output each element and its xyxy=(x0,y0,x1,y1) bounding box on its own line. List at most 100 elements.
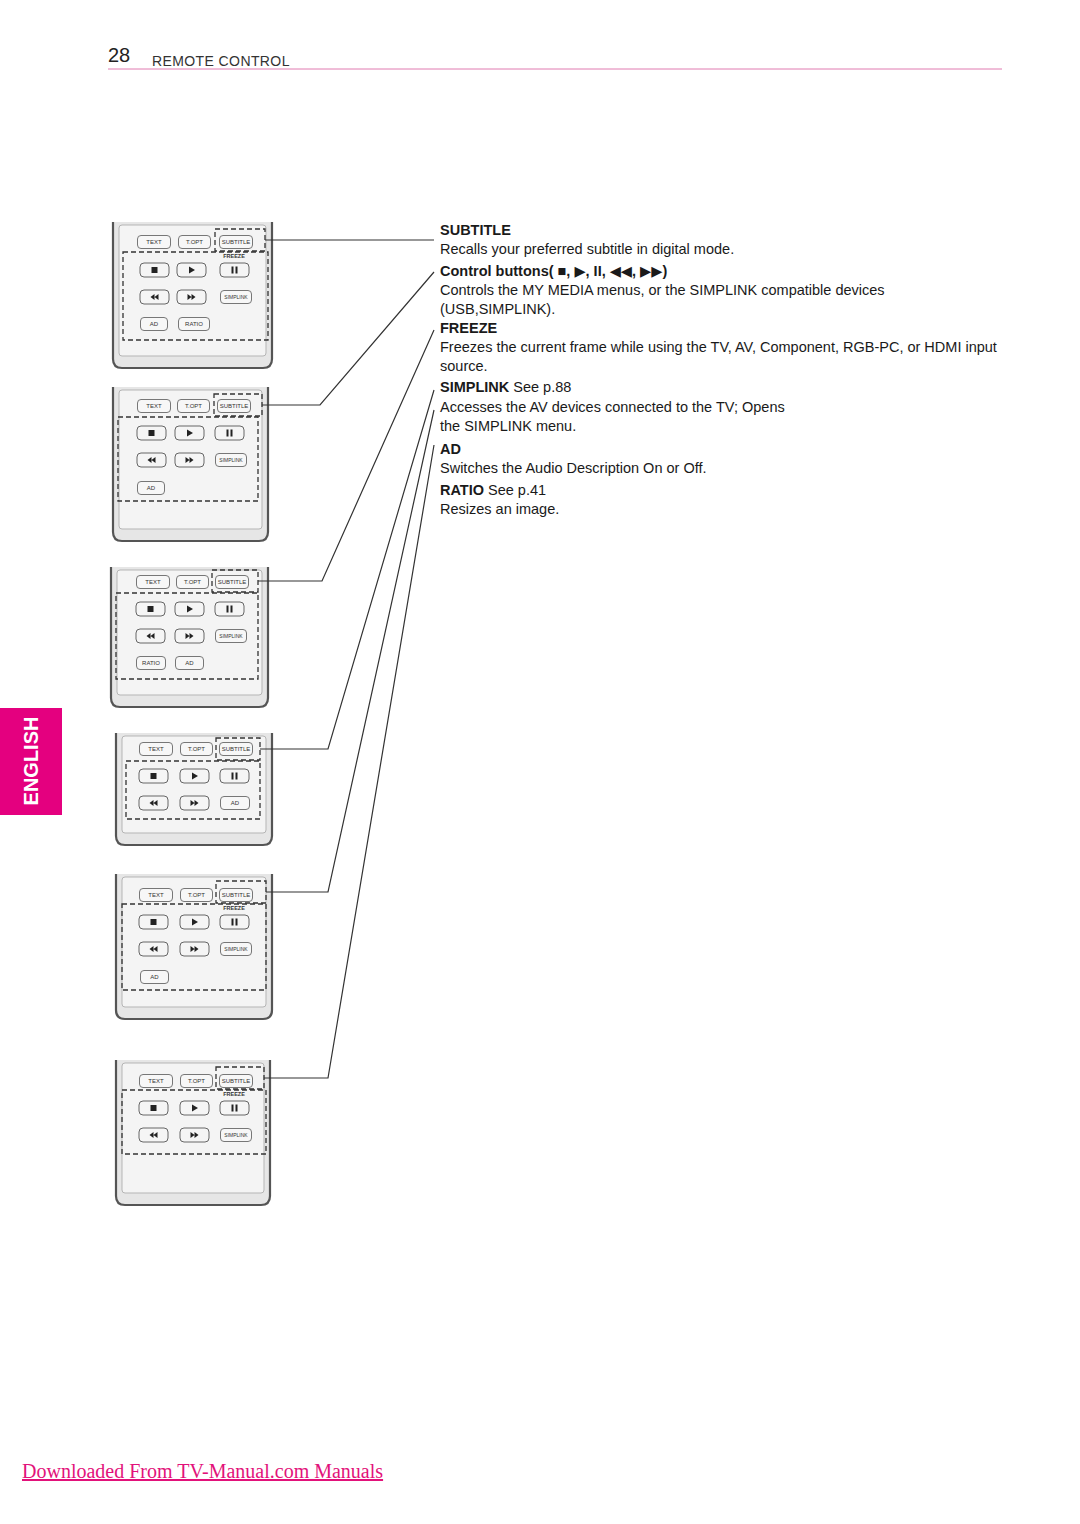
button-label: T.OPT xyxy=(188,1078,205,1084)
play-symbol xyxy=(192,919,198,926)
highlight-dashed-box xyxy=(216,881,266,903)
highlight-dashed-box xyxy=(116,593,258,679)
remote-button: TEXT xyxy=(137,399,171,413)
play-symbol xyxy=(187,430,193,437)
remote-panel xyxy=(122,1063,264,1193)
stop-symbol xyxy=(152,267,158,273)
remote-button: SIMPLINK xyxy=(215,629,247,643)
highlight-dashed-box xyxy=(122,904,266,990)
leader-line xyxy=(260,390,434,749)
remote-illustration xyxy=(116,874,272,1019)
remote-button: AD xyxy=(220,796,250,810)
control-button xyxy=(140,263,169,277)
page-number: 28 xyxy=(108,46,130,65)
button-label: AD xyxy=(231,800,239,806)
button-label: AD xyxy=(185,660,193,666)
remote-outline xyxy=(116,733,272,845)
button-label: AD xyxy=(150,974,158,980)
remote-button: T.OPT xyxy=(178,235,211,249)
control-button xyxy=(139,1101,168,1115)
remote-button: TEXT xyxy=(139,742,173,756)
control-button xyxy=(139,769,168,783)
highlight-dashed-box xyxy=(216,738,260,760)
remote-button: T.OPT xyxy=(176,575,209,589)
remote-button: SIMPLINK xyxy=(220,290,252,304)
stop-symbol xyxy=(151,773,157,779)
remote-button: SUBTITLE xyxy=(219,1074,253,1088)
rewind-symbol xyxy=(151,294,159,300)
rewind-symbol xyxy=(148,457,156,463)
page-reference: See p.41 xyxy=(488,481,546,500)
control-button xyxy=(220,263,249,277)
item-heading: FREEZE xyxy=(440,319,497,338)
highlight-dashed-box xyxy=(216,1067,264,1089)
remote-illustration xyxy=(111,567,268,707)
remote-button: T.OPT xyxy=(180,888,213,902)
control-button xyxy=(137,453,166,467)
language-tab xyxy=(0,708,62,815)
control-button xyxy=(220,1101,249,1115)
remote-button: T.OPT xyxy=(180,1074,213,1088)
button-label: TEXT xyxy=(146,403,161,409)
remote-button: SUBTITLE xyxy=(219,742,253,756)
control-button xyxy=(215,426,244,440)
forward-symbol xyxy=(188,294,196,300)
item-description: Freezes the current frame while using th… xyxy=(440,338,1002,376)
button-label: SUBTITLE xyxy=(222,892,251,898)
remote-illustration xyxy=(116,1060,270,1205)
control-button xyxy=(139,796,168,810)
forward-symbol xyxy=(191,800,199,806)
pause-symbol xyxy=(231,430,233,437)
remote-button: AD xyxy=(175,656,204,670)
highlight-dashed-box xyxy=(123,252,268,340)
button-label: SIMPLINK xyxy=(224,295,247,300)
leader-line xyxy=(265,239,434,240)
remote-button: AD xyxy=(140,970,169,984)
item-description: Controls the MY MEDIA menus, or the SIMP… xyxy=(440,281,1000,319)
remote-panel xyxy=(119,390,262,529)
button-label: T.OPT xyxy=(184,579,201,585)
item-heading: AD xyxy=(440,440,461,459)
stop-symbol xyxy=(151,919,157,925)
remote-button: SUBTITLE xyxy=(219,888,253,902)
button-label: T.OPT xyxy=(185,403,202,409)
highlight-dashed-box xyxy=(118,417,258,501)
remote-button: SUBTITLE xyxy=(217,399,251,413)
remote-panel xyxy=(122,736,266,833)
leader-line xyxy=(264,445,434,1078)
pause-symbol xyxy=(227,430,229,437)
forward-symbol xyxy=(186,457,194,463)
remote-illustration xyxy=(116,733,272,845)
button-label: T.OPT xyxy=(186,239,203,245)
remote-body xyxy=(113,222,272,368)
remote-button: TEXT xyxy=(136,575,170,589)
button-label: SUBTITLE xyxy=(218,579,247,585)
control-button xyxy=(180,1128,209,1142)
remote-outline xyxy=(116,874,272,1019)
highlight-dashed-box xyxy=(214,394,262,416)
remote-outline xyxy=(113,222,272,368)
button-label: SUBTITLE xyxy=(222,746,251,752)
pause-symbol xyxy=(232,267,234,274)
remote-outline xyxy=(116,1060,270,1205)
highlight-dashed-box xyxy=(126,761,260,819)
forward-symbol xyxy=(191,1132,199,1138)
rewind-symbol xyxy=(150,800,158,806)
button-label: SIMPLINK xyxy=(224,1133,247,1138)
pause-symbol xyxy=(232,919,234,926)
control-button xyxy=(136,629,165,643)
rewind-symbol xyxy=(147,633,155,639)
remote-body xyxy=(116,1060,270,1205)
item-description: Switches the Audio Description On or Off… xyxy=(440,459,707,478)
play-symbol xyxy=(189,267,195,274)
section-title: REMOTE CONTROL xyxy=(152,52,290,71)
control-button xyxy=(139,942,168,956)
button-label: RATIO xyxy=(185,321,203,327)
control-button xyxy=(215,602,244,616)
button-label: T.OPT xyxy=(188,892,205,898)
button-label: AD xyxy=(150,321,158,327)
control-button xyxy=(180,942,209,956)
control-button xyxy=(175,602,204,616)
leader-line xyxy=(258,330,434,581)
pause-symbol xyxy=(236,267,238,274)
